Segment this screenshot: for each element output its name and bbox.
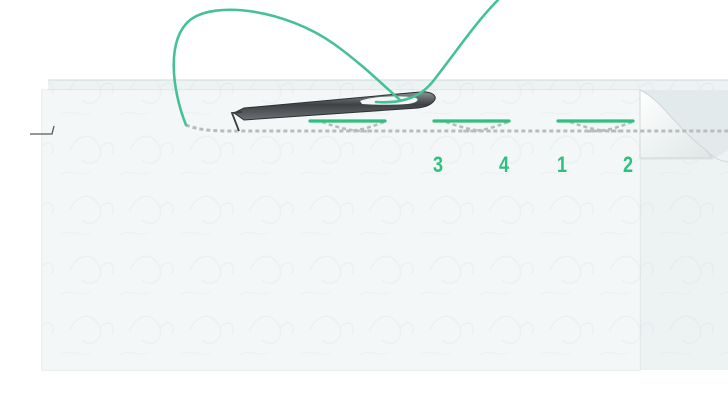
sewing-needle-icon xyxy=(230,91,436,132)
step-label-1: 1 xyxy=(556,152,568,177)
step-label-2: 2 xyxy=(622,152,634,177)
fold-line xyxy=(185,123,728,133)
hidden-stitch-loops xyxy=(321,120,633,133)
thread xyxy=(172,0,500,127)
corner-mark xyxy=(30,125,55,135)
step-label-4: 4 xyxy=(498,152,510,177)
step-label-3: 3 xyxy=(432,152,444,177)
